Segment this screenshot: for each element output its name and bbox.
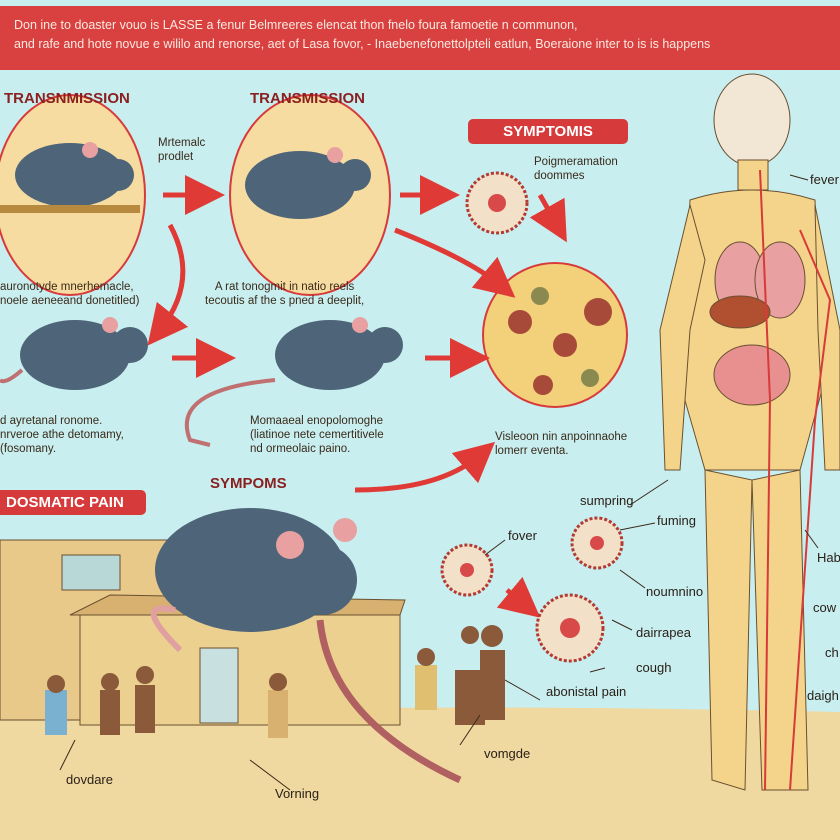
label-fever-top: fever [810, 172, 839, 187]
caption-3: d ayretanal ronome. nrveroe athe detomam… [0, 415, 124, 455]
leader-lines [59, 174, 819, 791]
label-fover: fover [508, 528, 537, 543]
caption-polymeration: Poigmeramation doommes [534, 156, 618, 182]
people [45, 625, 505, 738]
label-cough: cough [636, 660, 672, 675]
label-fuming: fuming [657, 513, 697, 528]
pain-badge: DOSMATIC PAIN [0, 490, 146, 515]
label-ch: ch [825, 645, 839, 660]
big-rat [150, 508, 462, 784]
header-line-2: and rafe and hote novue e wililo and ren… [14, 37, 711, 51]
label-vomgde: vomgde [484, 746, 531, 761]
label-noumnino: noumnino [646, 584, 704, 599]
label-abdominal-pain: abonistal pain [546, 684, 627, 699]
virus-icons [440, 171, 624, 663]
caption-2: A rat tonogmit in natio reels tecoutis a… [205, 281, 365, 307]
symptoms-badge: SYMPTOMIS [468, 119, 628, 144]
transmission-heading-2: TRANSMISSION [250, 90, 366, 107]
label-dairrapea: dairrapea [636, 625, 691, 640]
label-vorning: Vorning [275, 786, 320, 801]
flow-arrows [147, 175, 567, 618]
transmission-heading-1: TRANSNMISSION [4, 90, 130, 107]
symptoms-heading: SYMPOMS [210, 475, 287, 492]
rat-4 [184, 317, 403, 447]
rat-circle-1 [0, 94, 146, 296]
rat-circle-2 [229, 94, 391, 296]
label-cow: cow [813, 600, 837, 615]
header-banner: Don ine to doaster vouo is LASSE a fenur… [0, 6, 840, 70]
caption-5: Visleoon nin anpoinnaohe lomerr eventa. [495, 431, 628, 457]
caption-maternal: Mrtemalc prodlet [158, 137, 206, 163]
caption-1: auronotyde mnerhemacle, noele aeneeand d… [0, 281, 140, 307]
label-daigh: daigh [807, 688, 839, 703]
cell-circle [482, 262, 628, 408]
label-sumpring: sumpring [580, 493, 634, 508]
blood-vessels [759, 169, 832, 791]
ground [0, 707, 840, 840]
caption-4: Momaaeal enopolomoghe (liatinoe nete cem… [250, 415, 384, 455]
label-dovdare: dovdare [66, 772, 113, 787]
rat-3 [0, 317, 148, 390]
label-hab: Hab [817, 550, 840, 565]
header-line-1: Don ine to doaster vouo is LASSE a fenur… [14, 18, 578, 32]
